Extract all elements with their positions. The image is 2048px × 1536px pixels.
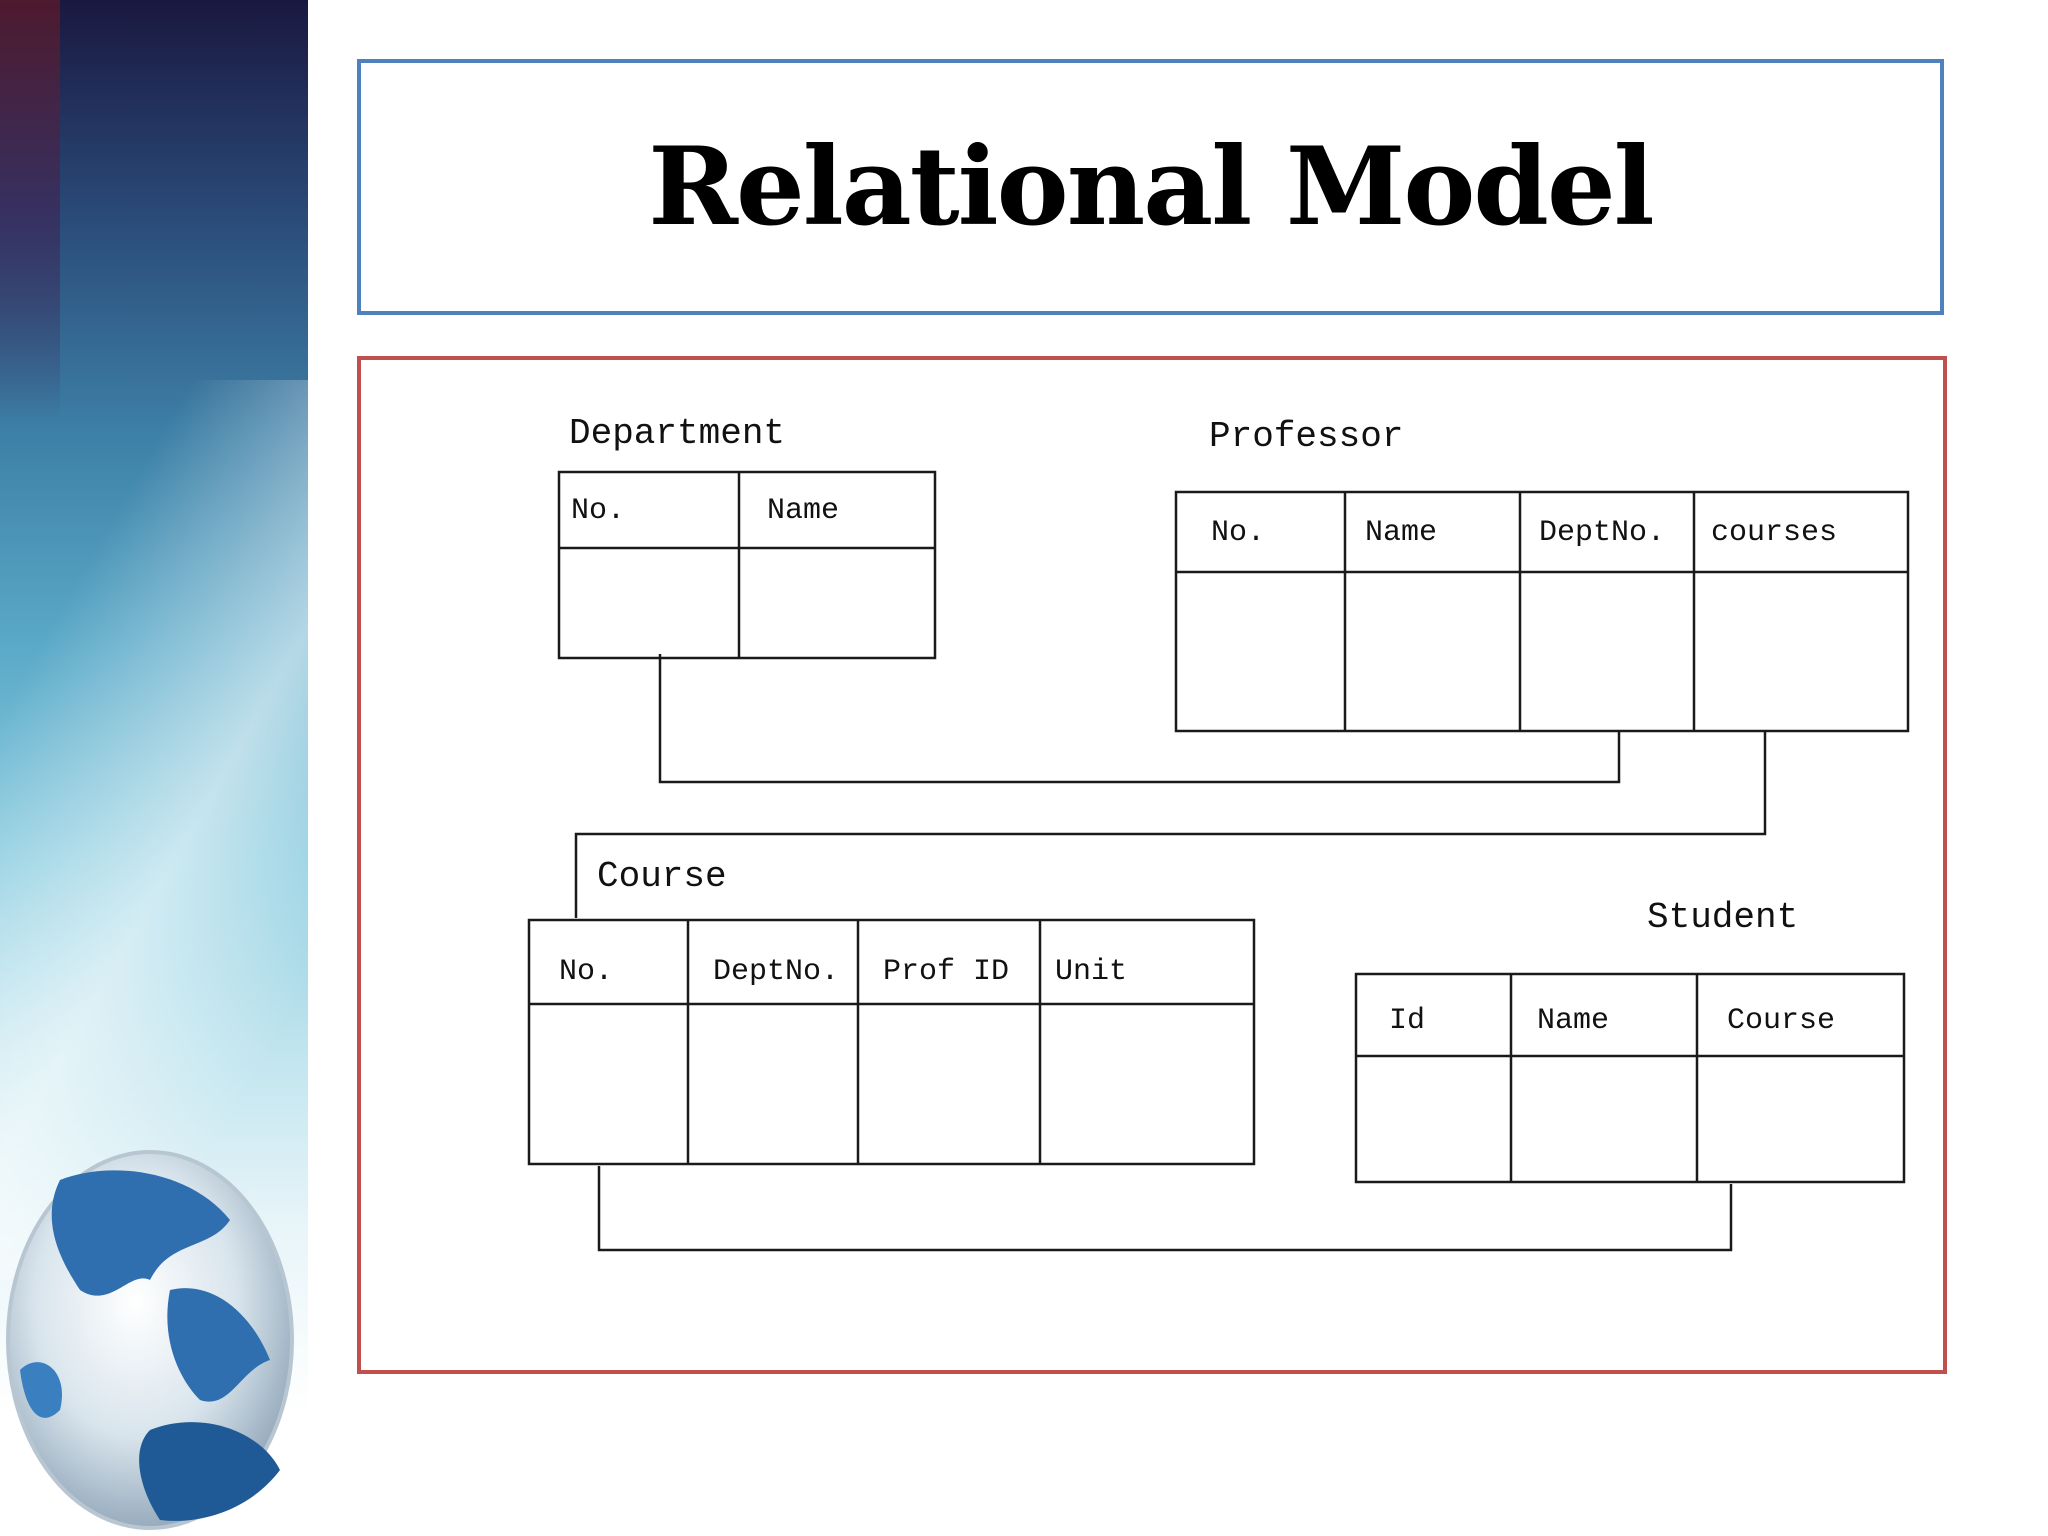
column-header: courses <box>1711 516 1837 550</box>
column-header: DeptNo. <box>1539 516 1665 550</box>
table-course <box>527 918 1256 1166</box>
table-name-department: Department <box>569 413 785 454</box>
diagram-frame: Department No. Name Professor No. Name D… <box>357 356 1947 1374</box>
column-header: No. <box>559 955 613 989</box>
link-department-professor <box>658 654 1621 784</box>
table-student <box>1354 972 1906 1184</box>
relational-diagram: Department No. Name Professor No. Name D… <box>527 413 1910 1252</box>
page-title: Relational Model <box>648 124 1654 250</box>
column-header: Name <box>767 494 839 528</box>
table-name-course: Course <box>597 856 727 897</box>
title-frame: Relational Model <box>357 59 1944 315</box>
link-professor-course <box>574 730 1767 918</box>
table-name-professor: Professor <box>1209 416 1403 457</box>
globe-icon <box>6 1150 294 1530</box>
column-header: Course <box>1727 1004 1835 1038</box>
column-header: Unit <box>1055 955 1127 989</box>
table-name-student: Student <box>1647 897 1798 938</box>
column-header: Id <box>1389 1004 1425 1038</box>
link-course-student <box>597 1166 1733 1252</box>
column-header: No. <box>571 494 625 528</box>
column-header: Name <box>1365 516 1437 550</box>
table-department <box>557 470 937 660</box>
column-header: Name <box>1537 1004 1609 1038</box>
column-header: Prof ID <box>883 955 1009 989</box>
column-header: DeptNo. <box>713 955 839 989</box>
column-header: No. <box>1211 516 1265 550</box>
table-professor <box>1174 490 1910 733</box>
